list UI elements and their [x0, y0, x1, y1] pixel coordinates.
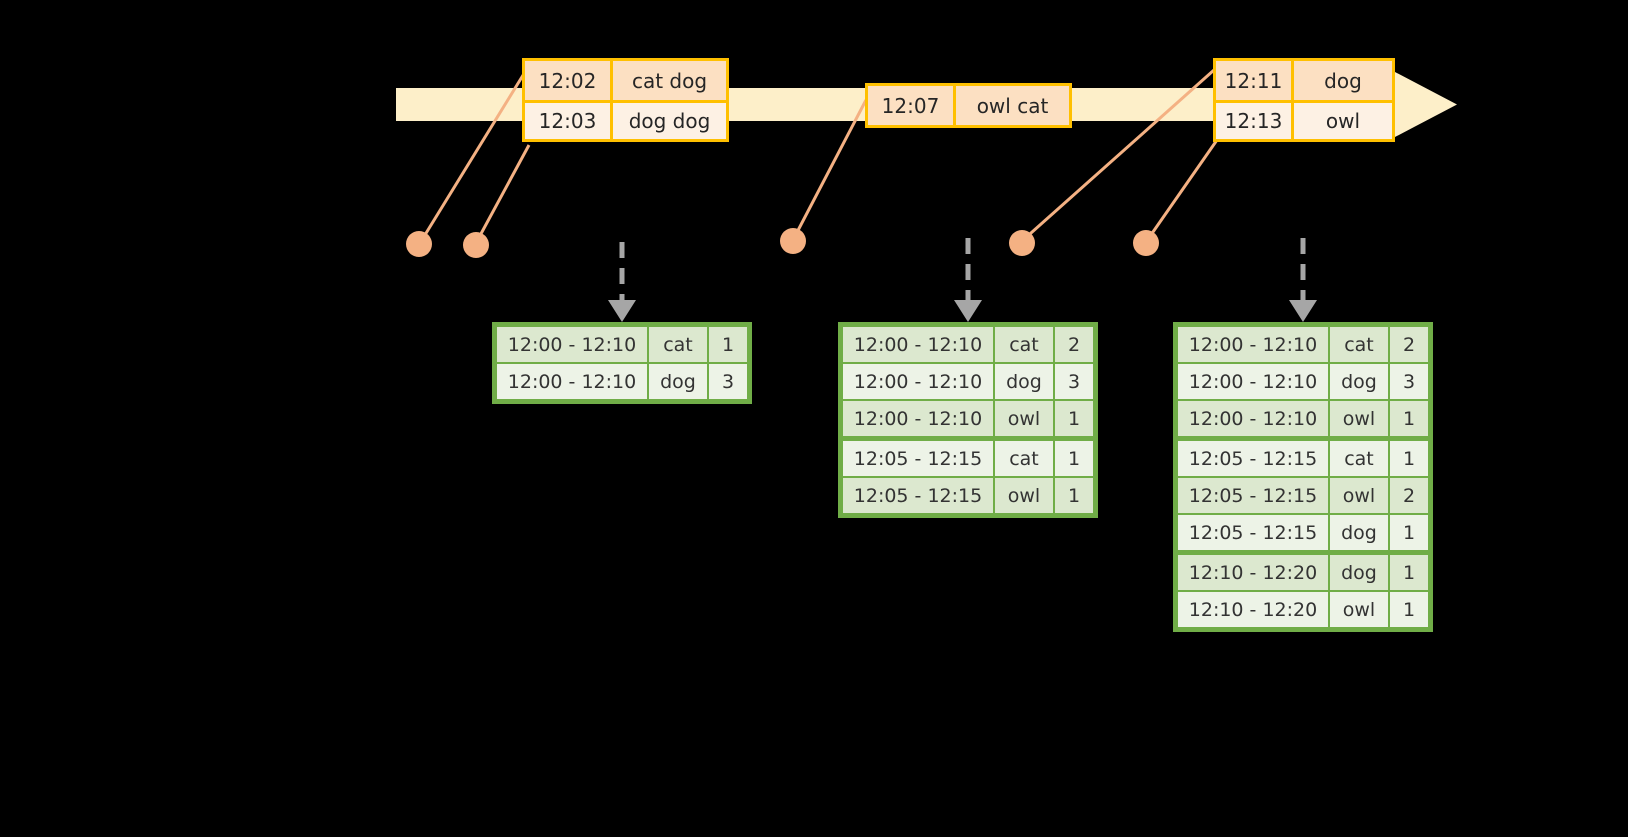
cell-count: 1: [1055, 401, 1093, 436]
result-table-1[interactable]: 12:00 - 12:10 cat 1 12:00 - 12:10 dog 3: [492, 322, 752, 404]
event-group-2[interactable]: 12:07 owl cat: [865, 83, 1072, 128]
cell-key: cat: [995, 441, 1053, 476]
event-time: 12:13: [1216, 103, 1294, 139]
cell-window: 12:05 - 12:15: [1178, 515, 1328, 550]
cell-count: 1: [1390, 441, 1428, 476]
event-group-1[interactable]: 12:02 cat dog 12:03 dog dog: [522, 58, 729, 142]
table-row[interactable]: 12:10 - 12:20 owl 1: [1178, 592, 1428, 627]
cell-window: 12:05 - 12:15: [1178, 441, 1328, 476]
table-row[interactable]: 12:00 - 12:10 dog 3: [843, 364, 1093, 399]
cell-key: dog: [1330, 555, 1388, 590]
table-row[interactable]: 12:00 - 12:10 cat 2: [1178, 327, 1428, 362]
cell-window: 12:00 - 12:10: [843, 327, 993, 362]
cell-count: 2: [1390, 478, 1428, 513]
table-row[interactable]: 12:00 - 12:10 dog 3: [1178, 364, 1428, 399]
table-row[interactable]: 12:00 - 12:10 cat 1: [497, 327, 747, 362]
table-row[interactable]: 12:05 - 12:15 cat 1: [843, 441, 1093, 476]
event-row[interactable]: 12:13 owl: [1216, 100, 1392, 139]
event-row[interactable]: 12:03 dog dog: [525, 100, 726, 139]
event-row[interactable]: 12:07 owl cat: [868, 86, 1069, 125]
cell-window: 12:05 - 12:15: [843, 441, 993, 476]
cell-count: 2: [1390, 327, 1428, 362]
cell-key: cat: [1330, 441, 1388, 476]
table-row[interactable]: 12:05 - 12:15 owl 2: [1178, 478, 1428, 513]
event-value: owl cat: [956, 86, 1069, 125]
cell-key: dog: [649, 364, 707, 399]
event-time: 12:02: [525, 61, 613, 100]
cell-count: 1: [1390, 515, 1428, 550]
cell-count: 1: [1390, 592, 1428, 627]
cell-key: owl: [995, 478, 1053, 513]
event-dot-3: [780, 228, 806, 254]
event-dots: [406, 228, 1159, 258]
event-group-3[interactable]: 12:11 dog 12:13 owl: [1213, 58, 1395, 142]
result-table-2[interactable]: 12:00 - 12:10 cat 2 12:00 - 12:10 dog 3 …: [838, 322, 1098, 518]
event-dot-4: [1009, 230, 1035, 256]
result-table-3[interactable]: 12:00 - 12:10 cat 2 12:00 - 12:10 dog 3 …: [1173, 322, 1433, 632]
event-row[interactable]: 12:02 cat dog: [525, 61, 726, 100]
event-time: 12:07: [868, 86, 956, 125]
cell-count: 3: [709, 364, 747, 399]
cell-count: 3: [1055, 364, 1093, 399]
cell-key: dog: [1330, 515, 1388, 550]
cell-window: 12:00 - 12:10: [497, 327, 647, 362]
cell-window: 12:00 - 12:10: [843, 364, 993, 399]
cell-window: 12:10 - 12:20: [1178, 555, 1328, 590]
cell-count: 1: [1390, 555, 1428, 590]
cell-key: owl: [1330, 478, 1388, 513]
event-dot-5: [1133, 230, 1159, 256]
event-value: cat dog: [613, 61, 726, 100]
cell-count: 1: [709, 327, 747, 362]
table-row[interactable]: 12:05 - 12:15 owl 1: [843, 478, 1093, 513]
cell-key: owl: [1330, 401, 1388, 436]
cell-key: dog: [995, 364, 1053, 399]
cell-key: owl: [1330, 592, 1388, 627]
cell-key: dog: [1330, 364, 1388, 399]
table-row[interactable]: 12:00 - 12:10 cat 2: [843, 327, 1093, 362]
table-row[interactable]: 12:10 - 12:20 dog 1: [1178, 555, 1428, 590]
cell-count: 1: [1055, 478, 1093, 513]
cell-key: cat: [1330, 327, 1388, 362]
cell-key: cat: [649, 327, 707, 362]
cell-window: 12:00 - 12:10: [1178, 364, 1328, 399]
event-value: dog: [1294, 61, 1392, 100]
cell-window: 12:00 - 12:10: [1178, 401, 1328, 436]
cell-window: 12:05 - 12:15: [1178, 478, 1328, 513]
cell-count: 2: [1055, 327, 1093, 362]
event-value: dog dog: [613, 103, 726, 139]
cell-window: 12:00 - 12:10: [1178, 327, 1328, 362]
table-arrows: [619, 238, 1306, 300]
cell-window: 12:00 - 12:10: [843, 401, 993, 436]
table-row[interactable]: 12:00 - 12:10 dog 3: [497, 364, 747, 399]
event-dot-1: [406, 231, 432, 257]
event-time: 12:11: [1216, 61, 1294, 100]
table-row[interactable]: 12:00 - 12:10 owl 1: [1178, 401, 1428, 436]
event-dot-2: [463, 232, 489, 258]
cell-count: 1: [1055, 441, 1093, 476]
cell-key: cat: [995, 327, 1053, 362]
table-arrow-heads: [608, 300, 1317, 322]
table-row[interactable]: 12:05 - 12:15 cat 1: [1178, 441, 1428, 476]
event-value: owl: [1294, 103, 1392, 139]
cell-window: 12:10 - 12:20: [1178, 592, 1328, 627]
table-row[interactable]: 12:05 - 12:15 dog 1: [1178, 515, 1428, 550]
cell-window: 12:00 - 12:10: [497, 364, 647, 399]
cell-count: 3: [1390, 364, 1428, 399]
event-row[interactable]: 12:11 dog: [1216, 61, 1392, 100]
table-row[interactable]: 12:00 - 12:10 owl 1: [843, 401, 1093, 436]
cell-count: 1: [1390, 401, 1428, 436]
event-time: 12:03: [525, 103, 613, 139]
cell-key: owl: [995, 401, 1053, 436]
cell-window: 12:05 - 12:15: [843, 478, 993, 513]
